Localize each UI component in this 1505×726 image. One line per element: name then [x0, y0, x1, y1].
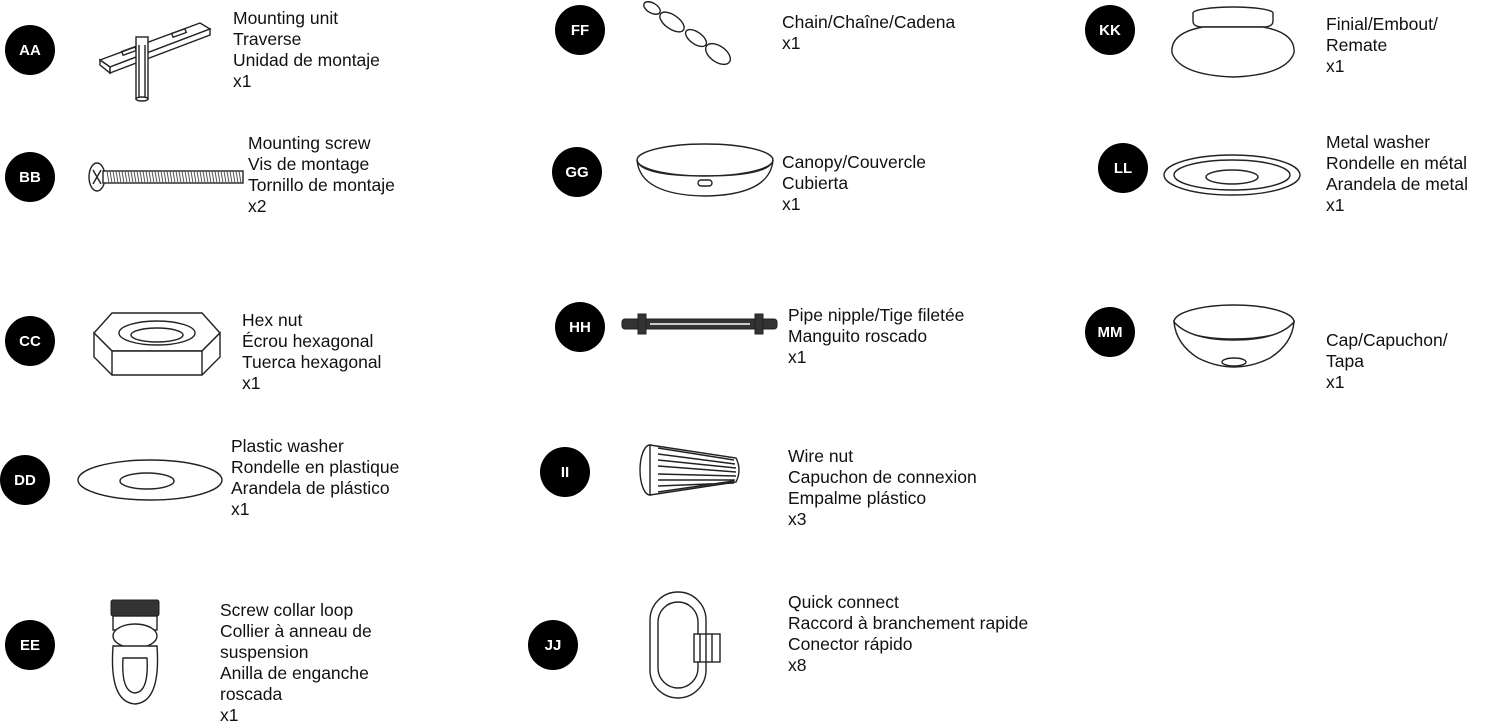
- part-name-en: Hex nut: [242, 310, 303, 330]
- part-name-es: Unidad de montaje: [233, 50, 380, 70]
- part-badge: MM: [1085, 307, 1135, 357]
- part-name-fr: Traverse: [233, 29, 302, 49]
- part-quantity: x1: [231, 499, 250, 519]
- hex-nut-icon: [93, 312, 221, 376]
- part-name-es: Empalme plástico: [788, 488, 927, 508]
- wire-nut-icon: [639, 444, 740, 496]
- part-name-fr: Écrou hexagonal: [242, 331, 374, 351]
- part-name-es: Cubierta: [782, 173, 849, 193]
- part-name-en: Wire nut: [788, 446, 854, 466]
- part-name-en: Plastic washer: [231, 436, 344, 456]
- part-badge: CC: [5, 316, 55, 366]
- part-name-fr: Vis de montage: [248, 154, 370, 174]
- part-name-en: Mounting unit: [233, 8, 339, 28]
- part-quantity: x1: [788, 347, 807, 367]
- part-quantity: x8: [788, 655, 807, 675]
- mounting-screw-icon: [88, 162, 244, 192]
- part-name-multilingual: Chain/Chaîne/Cadena: [782, 12, 956, 32]
- part-name-fr: Capuchon de connexion: [788, 467, 977, 487]
- mounting-unit-icon: [98, 22, 212, 102]
- part-name-multilingual: Finial/Embout/: [1326, 14, 1438, 34]
- part-name-multilingual: Cap/Capuchon/: [1326, 330, 1448, 350]
- part-name-fr: Raccord à branchement rapide: [788, 613, 1029, 633]
- part-badge: II: [540, 447, 590, 497]
- part-name-en: Screw collar loop: [220, 600, 354, 620]
- part-name-en: Mounting screw: [248, 133, 371, 153]
- part-quantity: x1: [782, 33, 801, 53]
- part-name-es: Manguito roscado: [788, 326, 928, 346]
- finial-icon: [1171, 6, 1295, 78]
- part-badge: JJ: [528, 620, 578, 670]
- part-name-es: Tapa: [1326, 351, 1364, 371]
- part-name-fr: Rondelle en plastique: [231, 457, 400, 477]
- part-quantity: x1: [782, 194, 801, 214]
- plastic-washer-icon: [77, 459, 223, 501]
- part-badge: BB: [5, 152, 55, 202]
- part-name-es: Tuerca hexagonal: [242, 352, 382, 372]
- part-name-multilingual: Canopy/Couvercle: [782, 152, 926, 172]
- part-badge: FF: [555, 5, 605, 55]
- part-badge: GG: [552, 147, 602, 197]
- pipe-nipple-icon: [621, 313, 778, 335]
- part-badge: EE: [5, 620, 55, 670]
- part-badge: KK: [1085, 5, 1135, 55]
- part-name-multilingual: Pipe nipple/Tige filetée: [788, 305, 965, 325]
- part-name-es: Anilla de enganche roscada: [220, 663, 369, 704]
- quick-connect-icon: [649, 591, 721, 699]
- part-name-en: Quick connect: [788, 592, 899, 612]
- part-name-es: Tornillo de montaje: [248, 175, 395, 195]
- part-quantity: x1: [242, 373, 261, 393]
- part-name-en: Metal washer: [1326, 132, 1431, 152]
- part-name-es: Arandela de plástico: [231, 478, 390, 498]
- part-name-fr: Collier à anneau de suspension: [220, 621, 372, 662]
- part-badge: DD: [0, 455, 50, 505]
- screw-collar-loop-icon: [110, 599, 160, 705]
- part-quantity: x2: [248, 196, 267, 216]
- part-badge: AA: [5, 25, 55, 75]
- part-quantity: x1: [220, 705, 239, 725]
- part-badge: LL: [1098, 143, 1148, 193]
- part-name-es: Conector rápido: [788, 634, 913, 654]
- canopy-icon: [636, 143, 774, 197]
- part-name-es: Arandela de metal: [1326, 174, 1469, 194]
- part-quantity: x1: [1326, 56, 1345, 76]
- cap-icon: [1173, 304, 1295, 368]
- part-name-fr: Rondelle en métal: [1326, 153, 1468, 173]
- metal-washer-icon: [1163, 154, 1301, 196]
- part-name-es: Remate: [1326, 35, 1388, 55]
- part-quantity: x1: [1326, 372, 1345, 392]
- part-quantity: x3: [788, 509, 807, 529]
- chain-icon: [643, 1, 732, 66]
- part-badge: HH: [555, 302, 605, 352]
- part-quantity: x1: [233, 71, 252, 91]
- part-quantity: x1: [1326, 195, 1345, 215]
